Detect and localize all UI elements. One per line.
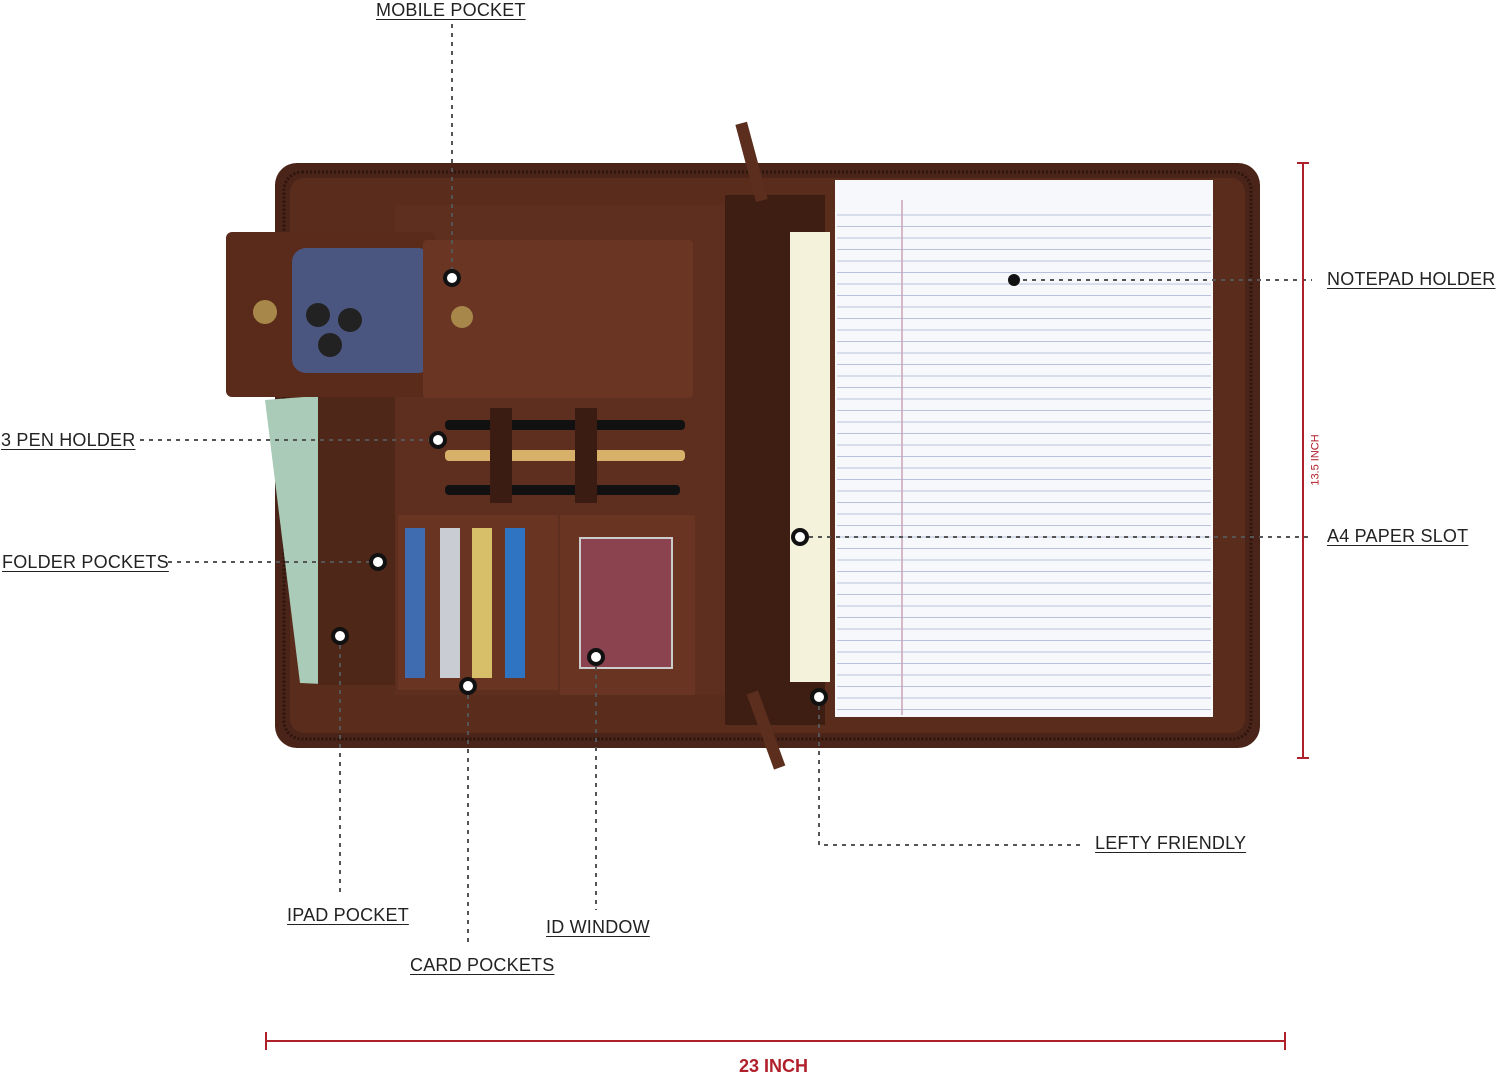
- snap-button: [451, 306, 473, 328]
- label-a4-paper-slot: A4 PAPER SLOT: [1327, 526, 1469, 546]
- pen: [445, 420, 685, 430]
- label-mobile-pocket: MOBILE POCKET: [376, 0, 526, 20]
- dot: [587, 648, 605, 666]
- zipper: [282, 170, 1253, 741]
- label-ipad-pocket: IPAD POCKET: [287, 905, 409, 925]
- dot: [429, 431, 447, 449]
- dot: [1008, 274, 1020, 286]
- notepad: [835, 180, 1213, 717]
- label-pen-holder: 3 PEN HOLDER: [1, 430, 136, 450]
- pen: [445, 450, 685, 461]
- ipad-pocket: [318, 395, 398, 685]
- snap-button: [253, 300, 277, 324]
- label-notepad-holder: NOTEPAD HOLDER: [1327, 269, 1496, 289]
- leader-lines: [140, 24, 1312, 942]
- label-lefty-friendly: LEFTY FRIENDLY: [1095, 833, 1247, 853]
- label-folder-pockets: FOLDER POCKETS: [2, 552, 169, 572]
- dimension-height: 13.5 INCH: [1309, 434, 1322, 486]
- mobile-pocket: [423, 240, 693, 398]
- label-id-window: ID WINDOW: [546, 917, 650, 937]
- dot: [791, 528, 809, 546]
- a4-paper: [790, 232, 830, 682]
- callout-dots: [331, 269, 1020, 706]
- dot: [331, 627, 349, 645]
- dot: [443, 269, 461, 287]
- dot: [810, 688, 828, 706]
- dot: [369, 553, 387, 571]
- pen: [445, 485, 680, 495]
- label-card-pockets: CARD POCKETS: [410, 955, 555, 975]
- dimension-width: 23 INCH: [739, 1056, 809, 1076]
- dimension-lines: [265, 162, 1309, 1050]
- dot: [459, 677, 477, 695]
